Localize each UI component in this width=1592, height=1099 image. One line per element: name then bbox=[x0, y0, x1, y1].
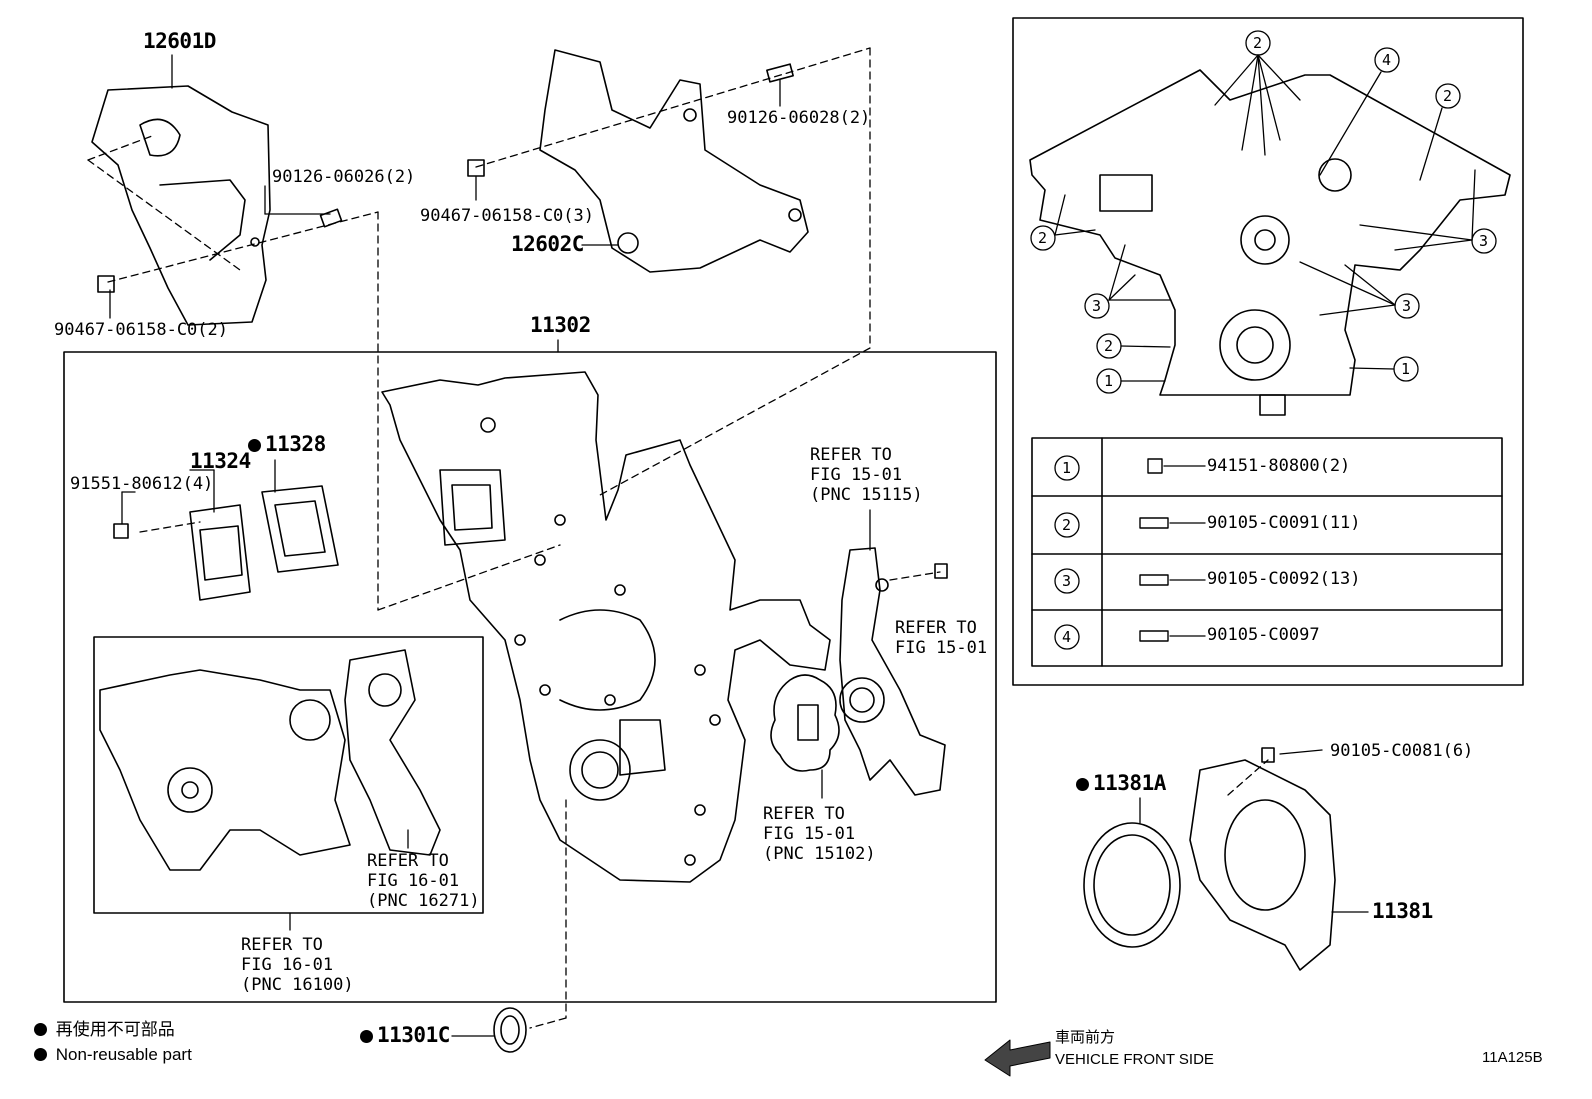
legend-en-text: Non-reusable part bbox=[55, 1045, 192, 1064]
water-pump-frame bbox=[93, 636, 484, 914]
inset-callout-1: 1 bbox=[1401, 360, 1411, 378]
part-11381A-label[interactable]: 11381A bbox=[1076, 771, 1166, 795]
legend-non-reusable-jp: 再使用不可部品 bbox=[34, 1020, 175, 1040]
part-11324-label[interactable]: 11324 bbox=[190, 449, 251, 473]
diagram-code: 11A125B bbox=[1482, 1049, 1543, 1066]
inset-callout-1: 1 bbox=[1104, 372, 1114, 390]
fastener-90105-C0081-label[interactable]: 90105-C0081(6) bbox=[1330, 741, 1474, 761]
part-11301C-label[interactable]: 11301C bbox=[360, 1023, 450, 1047]
inset-engine-art bbox=[1029, 69, 1511, 416]
part-11301C-text: 11301C bbox=[377, 1023, 450, 1047]
rear-seal-art bbox=[1083, 747, 1336, 971]
inset-callout-4: 4 bbox=[1382, 51, 1392, 69]
inset-callout-3: 3 bbox=[1402, 297, 1412, 315]
refer-fig-16-01-pnc-16100[interactable]: REFER TO FIG 16-01 (PNC 16100) bbox=[241, 935, 354, 995]
part-11328-text: 11328 bbox=[265, 432, 326, 456]
part-12602C-label[interactable]: 12602C bbox=[511, 232, 584, 256]
inset-callout-3: 3 bbox=[1092, 297, 1102, 315]
non-reusable-dot-icon bbox=[360, 1030, 373, 1043]
timing-chain-cover-art bbox=[381, 371, 831, 883]
fastener-90467-06158-3-label[interactable]: 90467-06158-C0(3) bbox=[420, 206, 594, 226]
front-seal-art bbox=[493, 1007, 527, 1053]
bolt-table-grid bbox=[1031, 437, 1503, 667]
bolt-table-part-3[interactable]: 90105-C0092(13) bbox=[1207, 569, 1361, 589]
inset-callout-2: 2 bbox=[1443, 87, 1453, 105]
refer-fig-16-01-pnc-16271[interactable]: REFER TO FIG 16-01 (PNC 16271) bbox=[367, 851, 480, 911]
part-11302-label[interactable]: 11302 bbox=[530, 313, 591, 337]
oil-pump-art bbox=[770, 547, 946, 796]
bolt-table-key-3: 3 bbox=[1062, 572, 1072, 590]
front-direction-arrow bbox=[984, 1039, 1051, 1077]
legend-dot-icon bbox=[34, 1048, 47, 1061]
part-12601D-label[interactable]: 12601D bbox=[143, 29, 216, 53]
part-11381-label[interactable]: 11381 bbox=[1372, 899, 1433, 923]
inset-callout-3: 3 bbox=[1479, 232, 1489, 250]
legend-dot-icon bbox=[34, 1023, 47, 1036]
bolt-table-key-4: 4 bbox=[1062, 628, 1072, 646]
inset-callout-2: 2 bbox=[1253, 34, 1263, 52]
fastener-90126-06026-label[interactable]: 90126-06026(2) bbox=[272, 167, 416, 187]
bolt-table-key-1: 1 bbox=[1062, 459, 1072, 477]
fastener-91551-80612-label[interactable]: 91551-80612(4) bbox=[70, 474, 214, 494]
vehicle-front-jp: 車両前方 bbox=[1055, 1029, 1116, 1046]
bolt-location-frame bbox=[1012, 17, 1524, 686]
fastener-90126-06028-label[interactable]: 90126-06028(2) bbox=[727, 108, 871, 128]
vehicle-front-en: VEHICLE FRONT SIDE bbox=[1055, 1051, 1214, 1068]
inset-callout-2: 2 bbox=[1104, 337, 1114, 355]
legend-non-reusable-en: Non-reusable part bbox=[34, 1045, 192, 1065]
refer-fig-15-01-pnc-15102[interactable]: REFER TO FIG 15-01 (PNC 15102) bbox=[763, 804, 876, 864]
water-pump-art bbox=[99, 649, 441, 871]
non-reusable-dot-icon bbox=[248, 439, 261, 452]
bolt-table-part-2[interactable]: 90105-C0091(11) bbox=[1207, 513, 1361, 533]
main-assembly-frame bbox=[63, 351, 997, 1003]
bolt-table-part-4[interactable]: 90105-C0097 bbox=[1207, 625, 1320, 645]
part-11328-label[interactable]: 11328 bbox=[248, 432, 326, 456]
fastener-90467-06158-2-label[interactable]: 90467-06158-C0(2) bbox=[54, 320, 228, 340]
timing-cover-12602C-art bbox=[539, 49, 809, 273]
inset-callout-circles bbox=[1030, 30, 1497, 650]
cover-plate-art bbox=[113, 485, 339, 601]
bolt-table-part-1[interactable]: 94151-80800(2) bbox=[1207, 456, 1351, 476]
bolt-table-key-2: 2 bbox=[1062, 516, 1072, 534]
refer-fig-15-01-pnc-15115[interactable]: REFER TO FIG 15-01 (PNC 15115) bbox=[810, 445, 923, 505]
part-11381A-text: 11381A bbox=[1093, 771, 1166, 795]
table-bolt-icons bbox=[1139, 458, 1169, 642]
refer-fig-15-01[interactable]: REFER TO FIG 15-01 bbox=[895, 618, 988, 658]
non-reusable-dot-icon bbox=[1076, 778, 1089, 791]
legend-jp-text: 再使用不可部品 bbox=[55, 1020, 175, 1039]
timing-cover-12601D-art bbox=[91, 85, 271, 326]
inset-callout-2: 2 bbox=[1038, 229, 1048, 247]
